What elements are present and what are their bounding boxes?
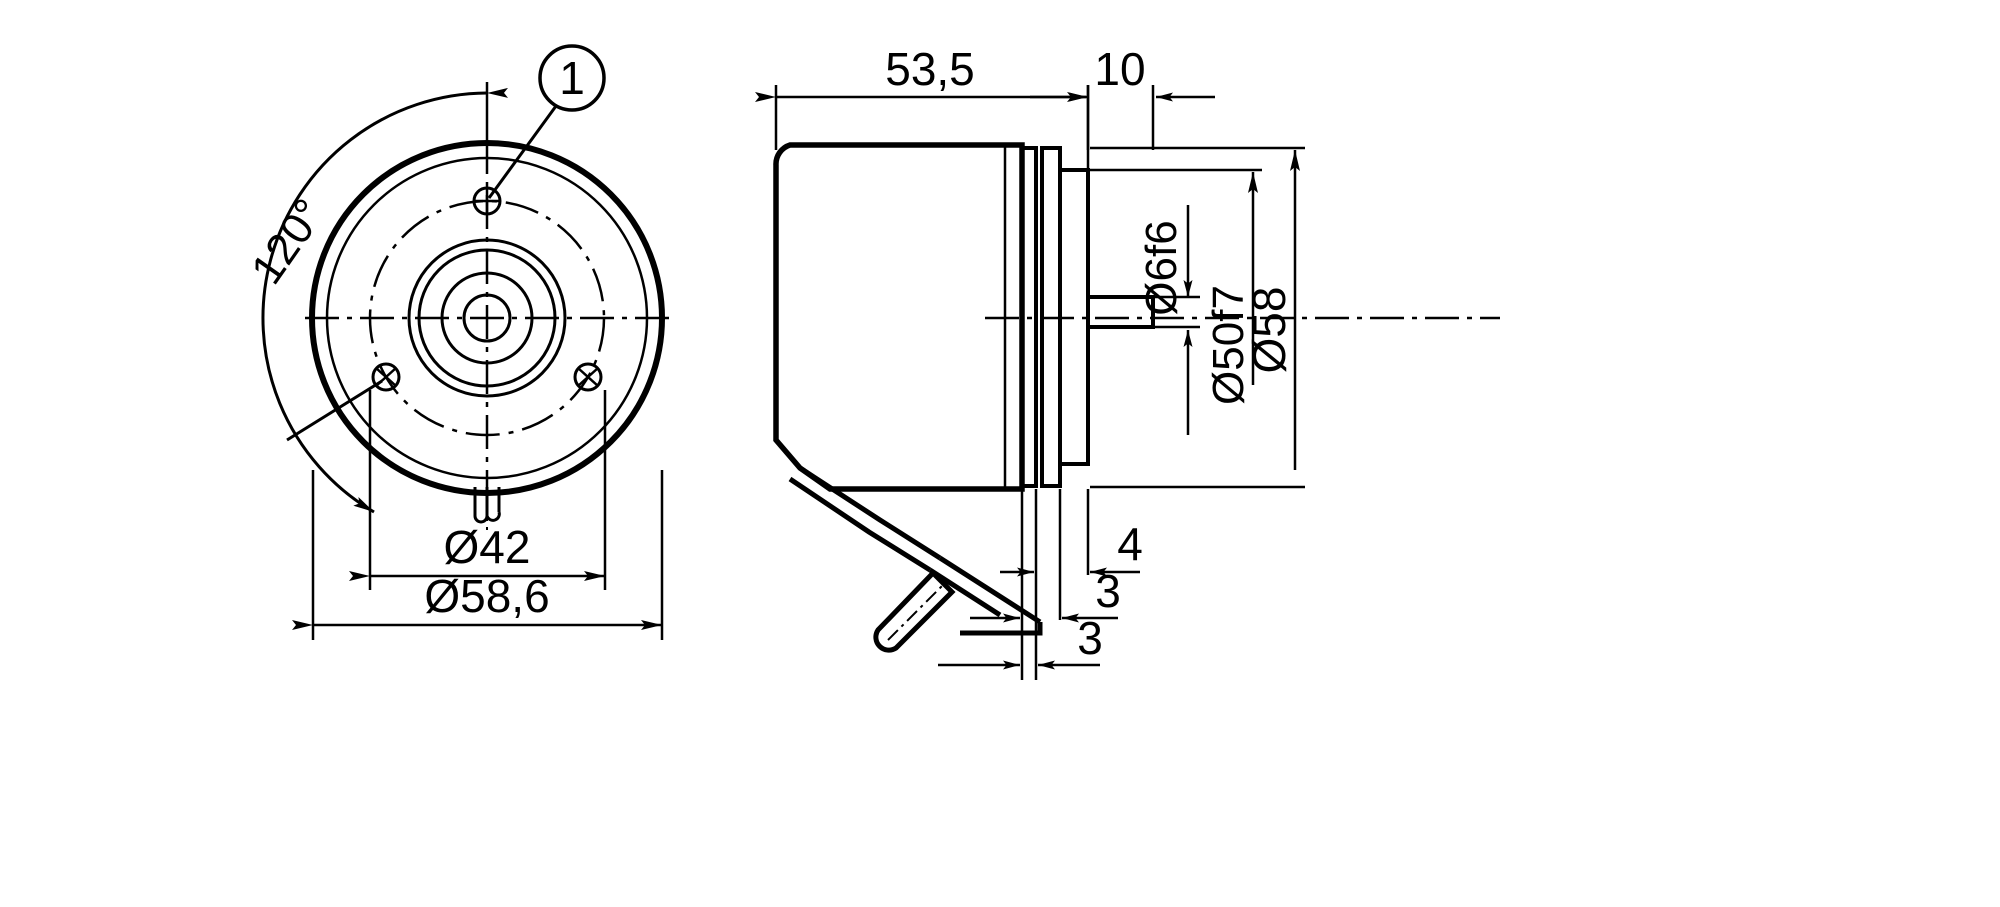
outer-diameter-dimension-label: Ø58,6 (424, 570, 549, 622)
angle-arc-leader (286, 379, 383, 442)
length-dimension-label: 53,5 (885, 43, 975, 95)
side-view (755, 85, 1500, 680)
balloon-1-label: 1 (559, 52, 585, 104)
mounting-hole-lower-right (573, 362, 603, 392)
mounting-hole-top (472, 186, 502, 216)
housing-diameter-dimension-label: Ø58 (1243, 287, 1295, 374)
flange-depth-dimension-label: 10 (1094, 43, 1145, 95)
step-dimension-4-label: 4 (1117, 518, 1143, 570)
housing-body-outline (773, 142, 1025, 492)
angle-arc-120 (261, 87, 509, 514)
step-dimension-3b-label: 3 (1077, 612, 1103, 664)
bolt-circle-dimension-label: Ø42 (444, 521, 531, 573)
balloon-1-leader (487, 105, 558, 199)
cable-gland-side (788, 465, 1043, 653)
pilot-diameter-dimension-label: Ø50f7 (1204, 285, 1253, 405)
front-view (261, 44, 675, 640)
step-dimension-3a-label: 3 (1095, 565, 1121, 617)
balloon-1-circle (538, 44, 606, 112)
mounting-hole-lower-left (371, 362, 401, 392)
shaft-diameter-dimension-label: Ø6f6 (1137, 220, 1186, 315)
angle-dimension-label: 120° (242, 190, 334, 293)
flange-plate-1 (1020, 146, 1038, 488)
